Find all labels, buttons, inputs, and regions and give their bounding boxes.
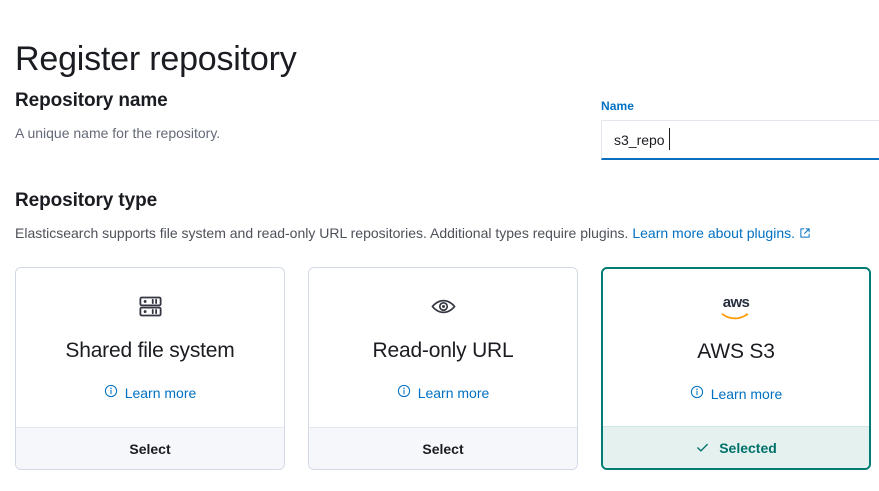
repository-type-heading: Repository type <box>15 190 158 211</box>
text-caret <box>669 128 670 150</box>
card-select-label: Select <box>422 440 464 457</box>
repository-type-card-aws-s3[interactable]: aws AWS S3 Learn more Selected <box>601 267 871 470</box>
repository-name-heading: Repository name <box>15 90 168 111</box>
name-field-label: Name <box>601 99 635 113</box>
repository-type-description: Elasticsearch supports file system and r… <box>15 223 875 245</box>
name-field-group: Name <box>601 98 879 160</box>
aws-swoosh <box>721 312 749 319</box>
repository-name-section: Repository name A unique name for the re… <box>15 88 575 144</box>
repository-type-description-text: Elasticsearch supports file system and r… <box>15 225 633 241</box>
card-body: aws AWS S3 Learn more <box>603 269 869 426</box>
card-selected-button[interactable]: Selected <box>603 426 869 468</box>
repository-type-card-read-only-url[interactable]: Read-only URL Learn more Select <box>308 267 578 470</box>
card-select-label: Select <box>129 440 171 457</box>
card-title: Read-only URL <box>372 339 514 362</box>
card-select-button[interactable]: Select <box>309 427 577 469</box>
aws-wordmark: aws <box>722 293 750 311</box>
info-circle-icon <box>690 385 704 402</box>
card-learn-more-link[interactable]: Learn more <box>690 385 783 402</box>
repository-name-description: A unique name for the repository. <box>15 125 221 141</box>
aws-logo-icon: aws <box>721 292 751 322</box>
card-selected-label: Selected <box>719 439 777 456</box>
card-learn-more-label: Learn more <box>417 384 490 401</box>
page-title: Register repository <box>15 39 297 78</box>
card-learn-more-label: Learn more <box>710 385 783 402</box>
card-title: AWS S3 <box>697 340 775 363</box>
learn-more-about-plugins-link[interactable]: Learn more about plugins. <box>632 225 796 241</box>
card-learn-more-label: Learn more <box>124 384 197 401</box>
name-input-wrapper <box>601 120 879 160</box>
external-link-icon <box>799 224 811 245</box>
repository-type-card-shared-file-system[interactable]: Shared file system Learn more Select <box>15 267 285 470</box>
card-learn-more-link[interactable]: Learn more <box>397 384 490 401</box>
eye-icon <box>430 291 457 321</box>
card-learn-more-link[interactable]: Learn more <box>104 384 197 401</box>
card-title: Shared file system <box>65 339 235 362</box>
repository-type-cards: Shared file system Learn more Select <box>15 267 872 470</box>
check-icon <box>695 440 710 455</box>
card-body: Read-only URL Learn more <box>309 268 577 427</box>
server-rack-icon <box>137 291 164 321</box>
card-body: Shared file system Learn more <box>16 268 284 427</box>
repository-type-section: Repository type Elasticsearch supports f… <box>15 188 875 245</box>
info-circle-icon <box>104 384 118 401</box>
info-circle-icon <box>397 384 411 401</box>
name-input[interactable] <box>601 120 879 160</box>
card-select-button[interactable]: Select <box>16 427 284 469</box>
